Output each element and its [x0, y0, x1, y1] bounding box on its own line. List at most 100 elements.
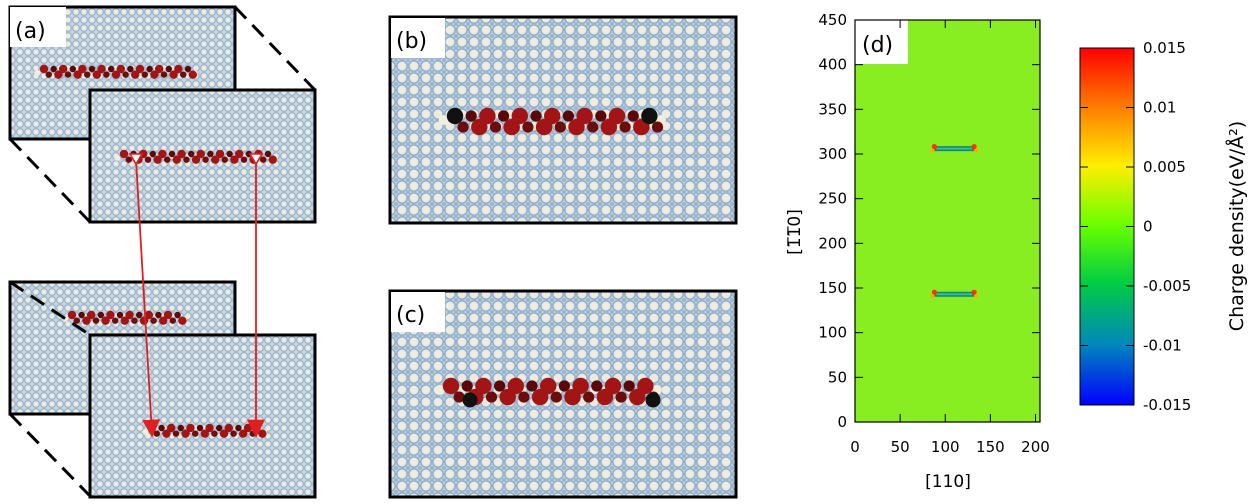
adatom: [125, 310, 134, 320]
heatmap-features: [930, 144, 979, 299]
edge-atom: [434, 384, 445, 396]
adatom: [526, 380, 538, 392]
panel-a-connector: [8, 412, 92, 498]
adatom: [207, 150, 214, 158]
adatom: [168, 150, 176, 158]
adatom: [88, 65, 96, 73]
adatom: [162, 429, 171, 438]
adatom: [160, 71, 168, 78]
adatom: [92, 317, 100, 324]
arrow-start-marker: [128, 153, 144, 166]
adatom: [205, 423, 214, 433]
charge-feature-end: [930, 294, 935, 299]
adatom: [239, 429, 248, 438]
adatom: [64, 71, 72, 78]
adatom: [202, 156, 209, 163]
adatom: [216, 424, 223, 432]
edge-atom: [142, 429, 149, 435]
adatom: [258, 429, 267, 438]
colorbar-tick-label: -0.005: [1143, 277, 1191, 295]
adatom: [73, 317, 81, 324]
adatom: [108, 65, 115, 73]
adatom: [127, 65, 134, 73]
adatom: [196, 149, 205, 159]
y-axis-label: [1̅1̅0]: [785, 209, 805, 255]
adatom: [111, 70, 121, 79]
adatom: [462, 392, 478, 408]
edge-atom: [438, 114, 449, 126]
adatom: [485, 391, 498, 403]
adatom: [188, 70, 197, 79]
adatom: [150, 70, 159, 79]
adatom: [59, 64, 68, 74]
adatom: [465, 110, 477, 122]
panel-b-dimer-row: [438, 107, 666, 136]
adatom: [550, 391, 562, 403]
adatom: [159, 316, 168, 325]
adatom: [627, 110, 639, 122]
panel-b-label-bg: [391, 18, 445, 58]
adatom: [177, 149, 186, 159]
adatom: [164, 156, 171, 163]
adatom: [69, 65, 77, 73]
adatom: [92, 70, 102, 79]
adatom: [479, 107, 496, 125]
adatom: [230, 430, 237, 437]
adatom: [87, 310, 96, 320]
charge-feature: [936, 293, 973, 296]
adatom: [144, 310, 153, 320]
adatom: [131, 70, 140, 79]
adatom: [112, 317, 119, 324]
colorbar-tick-label: 0.01: [1143, 99, 1176, 117]
adatom: [591, 380, 603, 392]
adatom: [184, 65, 192, 73]
edge-atom: [114, 155, 121, 161]
adatom: [188, 150, 195, 158]
adatom: [240, 156, 248, 163]
adatom: [522, 121, 534, 133]
charge-feature-end: [974, 148, 979, 153]
adatom: [200, 429, 209, 438]
adatom: [219, 429, 229, 438]
adatom: [144, 156, 152, 163]
charge-feature-end: [971, 144, 977, 150]
adatom: [155, 311, 162, 319]
adatom: [235, 424, 242, 432]
panel-b-label: (b): [396, 29, 427, 54]
adatom: [457, 121, 469, 133]
adatom: [615, 391, 627, 403]
panel-a-label: (a): [15, 19, 46, 44]
adatom: [211, 155, 220, 164]
adatom: [172, 430, 180, 437]
adatom: [73, 70, 82, 79]
adatom: [178, 316, 187, 325]
panel-a-bottom-front-slab: [88, 333, 317, 499]
adatom: [155, 64, 164, 74]
adatom: [153, 430, 160, 437]
adatom: [608, 107, 626, 125]
adatom: [183, 156, 190, 163]
adatom: [583, 391, 595, 403]
panel-a-connector: [233, 5, 317, 92]
adatom: [106, 310, 115, 320]
adatom: [641, 107, 658, 125]
adatom: [165, 65, 172, 73]
adatom: [150, 317, 157, 324]
adatom: [196, 424, 204, 432]
adatom: [101, 316, 110, 325]
adatom: [619, 121, 631, 133]
charge-feature-end: [974, 294, 979, 299]
heatmap-corner-blank: [855, 20, 908, 64]
panel-c-slab: [388, 289, 738, 499]
adatom: [169, 317, 176, 324]
colorbar-label: Charge density(eV/Å²): [1225, 121, 1248, 331]
colorbar-tick-label: 0.005: [1143, 158, 1186, 176]
y-tick-label: 100: [818, 324, 847, 342]
adatom: [268, 155, 277, 164]
y-tick-label: 0: [837, 413, 847, 431]
migration-arrow: [135, 159, 161, 438]
